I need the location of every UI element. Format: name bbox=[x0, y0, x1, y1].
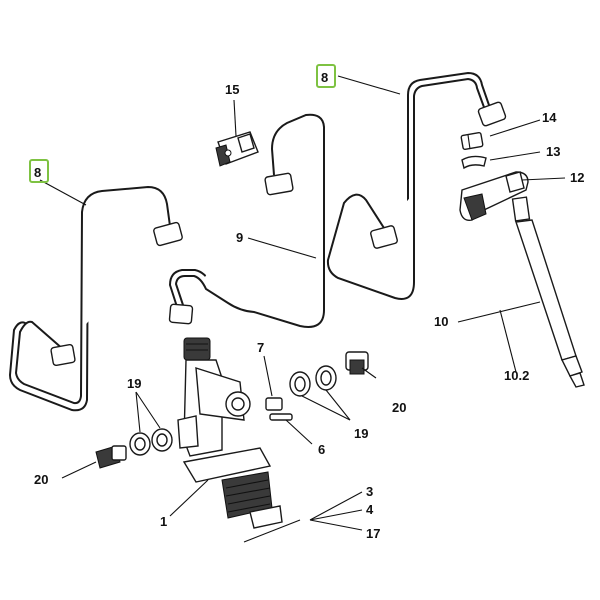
callout-10[interactable]: 10 bbox=[434, 314, 448, 329]
banjo-bolt-20-left[interactable] bbox=[95, 445, 127, 469]
injector-10[interactable] bbox=[511, 196, 585, 388]
plunger-part-7[interactable] bbox=[265, 397, 283, 411]
leader-lines bbox=[39, 75, 566, 531]
clamp-15[interactable] bbox=[215, 131, 259, 167]
callout-20-right[interactable]: 20 bbox=[392, 400, 406, 415]
callout-8-left[interactable]: 8 bbox=[34, 165, 41, 180]
callout-20-left[interactable]: 20 bbox=[34, 472, 48, 487]
callout-14[interactable]: 14 bbox=[542, 110, 557, 125]
fuel-line-8-left[interactable] bbox=[8, 185, 183, 412]
callout-6[interactable]: 6 bbox=[318, 442, 325, 457]
callout-19-right[interactable]: 19 bbox=[354, 426, 368, 441]
callout-8-top[interactable]: 8 bbox=[321, 70, 328, 85]
callout-3[interactable]: 3 bbox=[366, 484, 373, 499]
callout-12[interactable]: 12 bbox=[570, 170, 584, 185]
shims-3-4-17[interactable] bbox=[243, 519, 301, 543]
callout-17[interactable]: 17 bbox=[366, 526, 380, 541]
callout-10-2[interactable]: 10.2 bbox=[504, 368, 529, 383]
callout-9[interactable]: 9 bbox=[236, 230, 243, 245]
injection-pump-1[interactable] bbox=[177, 337, 283, 529]
callout-13[interactable]: 13 bbox=[546, 144, 560, 159]
callout-4[interactable]: 4 bbox=[366, 502, 374, 517]
fuel-line-8-top[interactable] bbox=[326, 71, 507, 300]
callout-7[interactable]: 7 bbox=[257, 340, 264, 355]
shim-6[interactable] bbox=[269, 413, 293, 421]
callout-1[interactable]: 1 bbox=[160, 514, 167, 529]
callout-highlight-left bbox=[29, 159, 49, 183]
seal-rings-19-right[interactable] bbox=[289, 365, 337, 397]
nut-14[interactable] bbox=[460, 131, 484, 151]
injector-holder-12[interactable] bbox=[459, 171, 529, 221]
fuel-line-9[interactable] bbox=[168, 113, 325, 328]
callout-19-left[interactable]: 19 bbox=[127, 376, 141, 391]
banjo-bolt-20-right[interactable] bbox=[345, 351, 369, 375]
callout-15[interactable]: 15 bbox=[225, 82, 239, 97]
seal-rings-19-left[interactable] bbox=[129, 428, 173, 456]
sleeve-13[interactable] bbox=[461, 155, 487, 170]
callout-highlight-top bbox=[316, 64, 336, 88]
